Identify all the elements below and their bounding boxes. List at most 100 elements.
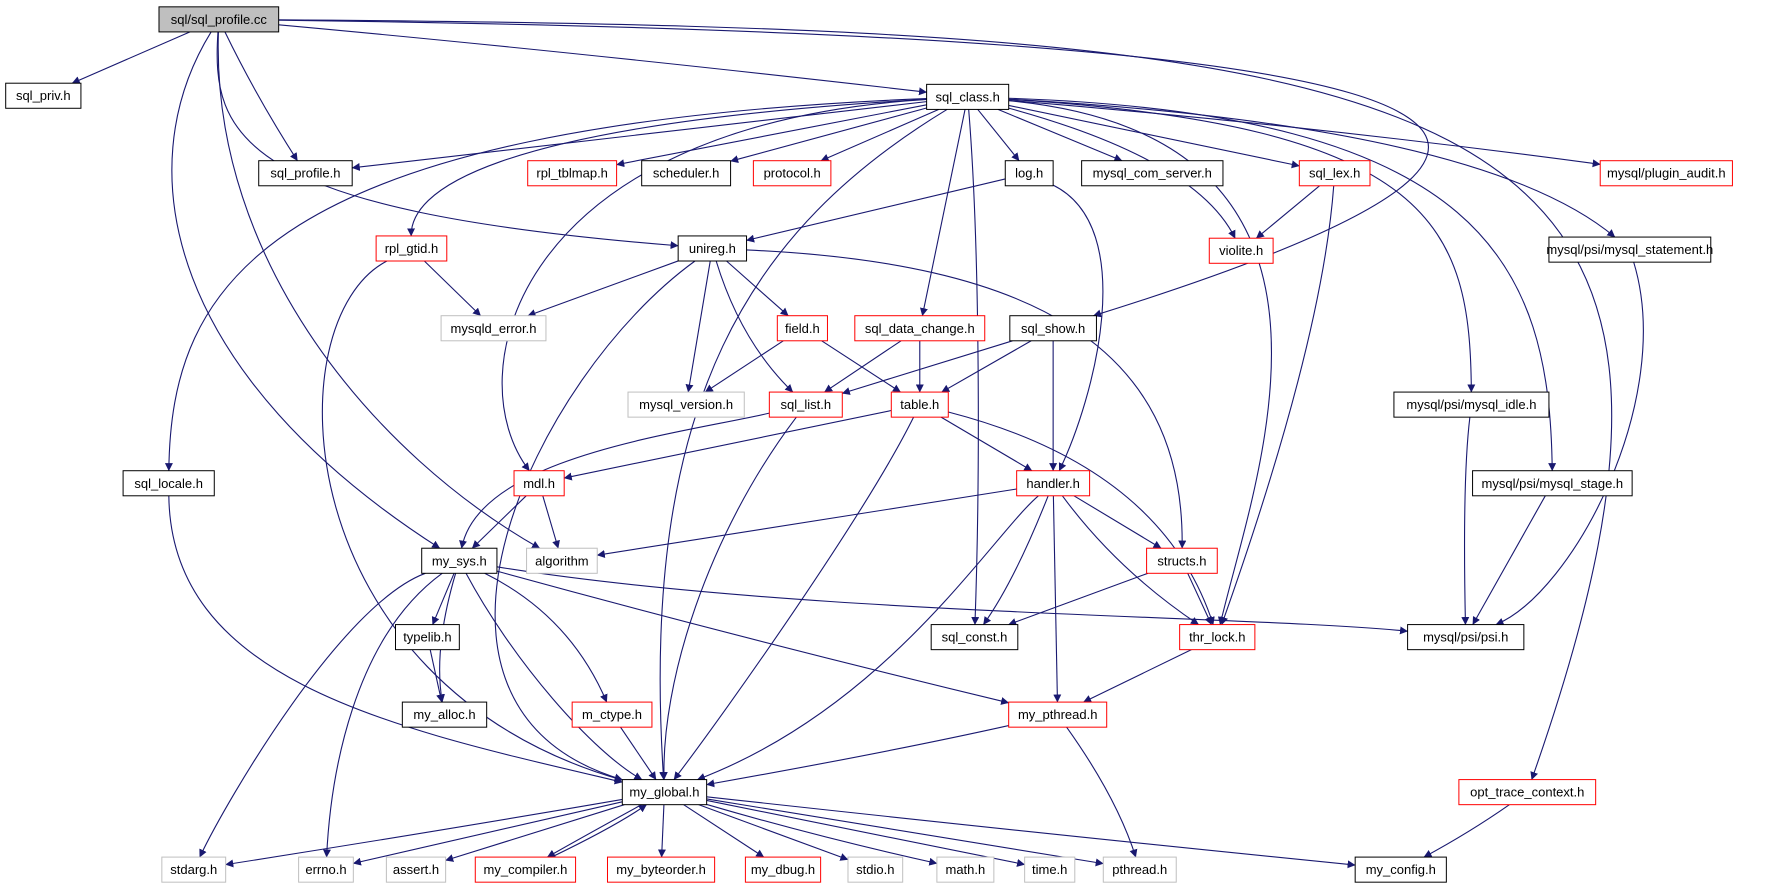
node-psi-statement-h[interactable]: mysql/psi/mysql_statement.h bbox=[1546, 236, 1713, 263]
edge-arrow bbox=[168, 495, 623, 785]
edge-handler_h-to-my_global_h bbox=[697, 495, 1039, 781]
edge-arrow bbox=[1061, 495, 1199, 626]
edge-my_global_h-to-errno_h bbox=[352, 801, 623, 866]
node-sql-const-h[interactable]: sql_const.h bbox=[930, 624, 1019, 651]
node-my-alloc-h[interactable]: my_alloc.h bbox=[401, 701, 488, 728]
node-psi-stage-h[interactable]: mysql/psi/mysql_stage.h bbox=[1472, 470, 1633, 497]
node-my-sys-h[interactable]: my_sys.h bbox=[421, 547, 498, 574]
node-rpl-gtid-h[interactable]: rpl_gtid.h bbox=[375, 235, 448, 262]
node-opt-trace-context-h[interactable]: opt_trace_context.h bbox=[1458, 779, 1597, 806]
node-sql-priv-h[interactable]: sql_priv.h bbox=[5, 82, 82, 109]
node-my-config-h[interactable]: my_config.h bbox=[1354, 856, 1447, 883]
edge-sql_profile_cc-to-sql_priv_h bbox=[71, 31, 191, 84]
edge-arrow bbox=[71, 31, 191, 84]
node-box bbox=[1179, 624, 1256, 651]
node-label: mysql/psi/psi.h bbox=[1423, 630, 1508, 645]
edge-arrow bbox=[1472, 495, 1546, 625]
node-sql-locale-h[interactable]: sql_locale.h bbox=[122, 470, 215, 497]
edge-arrow bbox=[321, 260, 623, 782]
node-m-ctype-h[interactable]: m_ctype.h bbox=[571, 701, 653, 728]
node-sql-profile-h[interactable]: sql_profile.h bbox=[258, 160, 353, 187]
node-box bbox=[122, 470, 215, 497]
edge-arrow bbox=[484, 572, 608, 703]
node-psi-idle-h[interactable]: mysql/psi/mysql_idle.h bbox=[1393, 391, 1550, 418]
edge-arrow bbox=[704, 340, 784, 393]
node-box bbox=[776, 315, 828, 342]
edge-arrow bbox=[983, 495, 1049, 625]
node-sql-lex-h[interactable]: sql_lex.h bbox=[1298, 160, 1371, 187]
edge-arrow bbox=[471, 495, 527, 549]
node-label: sql_priv.h bbox=[16, 88, 71, 103]
node-typelib-h[interactable]: typelib.h bbox=[394, 624, 460, 651]
edge-my_sys_h-to-my_global_h bbox=[465, 573, 643, 781]
edge-psi_idle_h-to-psi_h bbox=[1461, 417, 1471, 625]
node-my-compiler-h[interactable]: my_compiler.h bbox=[474, 856, 577, 883]
edge-handler_h-to-my_pthread_h bbox=[1052, 495, 1062, 703]
node-mysql-com-server-h[interactable]: mysql_com_server.h bbox=[1081, 160, 1224, 187]
edge-arrow bbox=[697, 495, 1039, 781]
node-layer: sql/sql_profile.cc sql_priv.h sql_class.hs… bbox=[5, 6, 1733, 883]
node-box bbox=[298, 856, 354, 883]
node-sql-data-change-h[interactable]: sql_data_change.h bbox=[854, 315, 986, 342]
node-sql-class-h[interactable]: sql_class.h bbox=[926, 83, 1010, 110]
node-log-h[interactable]: log.h bbox=[1004, 160, 1054, 187]
node-plugin-audit-h[interactable]: mysql/plugin_audit.h bbox=[1599, 160, 1733, 187]
edge-structs_h-to-thr_lock_h bbox=[1187, 573, 1212, 625]
node-box bbox=[1354, 856, 1447, 883]
edge-arrow bbox=[940, 416, 1033, 472]
node-protocol-h[interactable]: protocol.h bbox=[752, 160, 832, 187]
node-unireg-h[interactable]: unireg.h bbox=[677, 235, 748, 262]
node-box bbox=[1004, 160, 1054, 187]
edge-my_global_h-to-math_h bbox=[706, 803, 938, 866]
node-label: handler.h bbox=[1026, 476, 1080, 491]
node-psi-h[interactable]: mysql/psi/psi.h bbox=[1407, 624, 1525, 651]
node-label: pthread.h bbox=[1112, 862, 1167, 877]
node-my-global-h[interactable]: my_global.h bbox=[621, 779, 708, 806]
node-my-byteorder-h[interactable]: my_byteorder.h bbox=[606, 856, 716, 883]
node-sql-list-h[interactable]: sql_list.h bbox=[768, 391, 843, 418]
node-label: mdl.h bbox=[523, 476, 555, 491]
edge-arrow bbox=[1008, 98, 1476, 393]
node-handler-h[interactable]: handler.h bbox=[1016, 470, 1091, 497]
edge-sql_class_h-to-protocol_h bbox=[820, 108, 940, 162]
edge-handler_h-to-thr_lock_h bbox=[1061, 495, 1199, 626]
node-sql-profile-cc[interactable]: sql/sql_profile.cc bbox=[158, 6, 280, 33]
node-assert-h: assert.h bbox=[385, 856, 447, 883]
node-math-h: math.h bbox=[936, 856, 995, 883]
edge-arrow bbox=[171, 31, 441, 549]
edge-arrow bbox=[997, 108, 1123, 162]
node-label: stdarg.h bbox=[170, 862, 217, 877]
node-label: sql_profile.h bbox=[270, 166, 340, 181]
edge-arrow bbox=[1066, 726, 1138, 858]
node-field-h[interactable]: field.h bbox=[776, 315, 828, 342]
node-structs-h[interactable]: structs.h bbox=[1146, 547, 1218, 574]
node-box bbox=[394, 624, 460, 651]
edge-arrow bbox=[659, 416, 797, 780]
node-rpl-tblmap-h[interactable]: rpl_tblmap.h bbox=[527, 160, 618, 187]
edge-sql_class_h-to-sql_data_change_h bbox=[920, 109, 966, 317]
node-box bbox=[1548, 236, 1712, 263]
node-scheduler-h[interactable]: scheduler.h bbox=[641, 160, 732, 187]
node-label: scheduler.h bbox=[653, 166, 720, 181]
node-label: structs.h bbox=[1157, 553, 1206, 568]
edge-unireg_h-to-mysqld_error_h bbox=[527, 260, 679, 317]
node-thr-lock-h[interactable]: thr_lock.h bbox=[1179, 624, 1256, 651]
edge-m_ctype_h-to-my_global_h bbox=[620, 726, 657, 780]
edge-sql_locale_h-to-my_global_h bbox=[168, 495, 623, 785]
node-label: my_config.h bbox=[1366, 862, 1436, 877]
edge-arrow bbox=[596, 488, 1017, 558]
node-box bbox=[936, 856, 995, 883]
node-violite-h[interactable]: violite.h bbox=[1208, 237, 1274, 264]
node-label: sql/sql_profile.cc bbox=[171, 12, 268, 27]
node-table-h[interactable]: table.h bbox=[890, 391, 949, 418]
node-box bbox=[847, 856, 904, 883]
node-label: sql_show.h bbox=[1021, 321, 1085, 336]
edge-field_h-to-table_h bbox=[821, 340, 901, 393]
node-sql-show-h[interactable]: sql_show.h bbox=[1009, 315, 1097, 342]
node-mdl-h[interactable]: mdl.h bbox=[513, 470, 565, 497]
node-box bbox=[1146, 547, 1218, 574]
edge-my_global_h-to-assert_h bbox=[445, 804, 625, 862]
node-my-pthread-h[interactable]: my_pthread.h bbox=[1008, 701, 1108, 728]
edge-my_sys_h-to-typelib_h bbox=[431, 573, 455, 625]
node-my-dbug-h[interactable]: my_dbug.h bbox=[744, 856, 822, 883]
